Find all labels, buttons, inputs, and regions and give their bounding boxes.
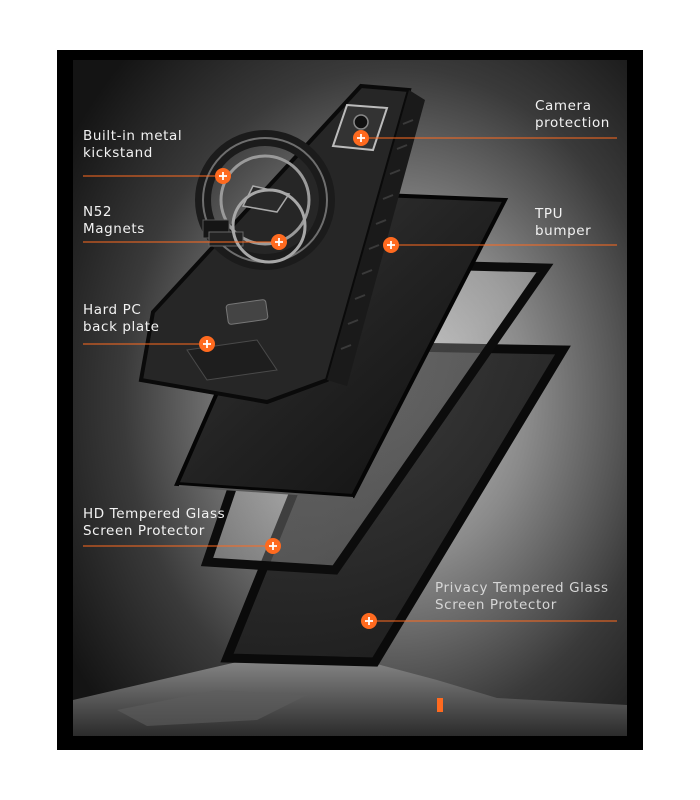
label-hd-tempered-glass: HD Tempered Glass Screen Protector xyxy=(83,506,226,539)
tpu-bumper-rail xyxy=(327,90,425,386)
hotspot-camera-icon xyxy=(353,130,369,146)
label-camera-protection: Camera protection xyxy=(535,98,610,131)
label-privacy-tempered-glass: Privacy Tempered Glass Screen Protector xyxy=(435,580,609,613)
hotspot-magnets-icon xyxy=(271,234,287,250)
magnet-ring xyxy=(231,188,307,264)
hotspot-bumper-icon xyxy=(383,237,399,253)
hotspot-hd-glass-icon xyxy=(265,538,281,554)
product-exploded-view: Camera protection Built-in metal kicksta… xyxy=(57,50,643,750)
exploded-illustration xyxy=(73,60,627,736)
hotspot-backplate-icon xyxy=(199,336,215,352)
logo-window xyxy=(225,299,269,325)
ember-accent xyxy=(437,698,443,712)
label-metal-kickstand: Built-in metal kickstand xyxy=(83,128,183,161)
callout-lines xyxy=(83,137,617,622)
bumper-grip-ridges xyxy=(340,119,414,350)
metal-kickstand-ring xyxy=(195,130,335,270)
label-hard-pc-back-plate: Hard PC back plate xyxy=(83,302,160,335)
hotspot-privacy-glass-icon xyxy=(361,613,377,629)
label-tpu-bumper: TPU bumper xyxy=(535,206,592,239)
label-n52-magnets: N52 Magnets xyxy=(83,204,145,237)
hotspot-kickstand-icon xyxy=(215,168,231,184)
